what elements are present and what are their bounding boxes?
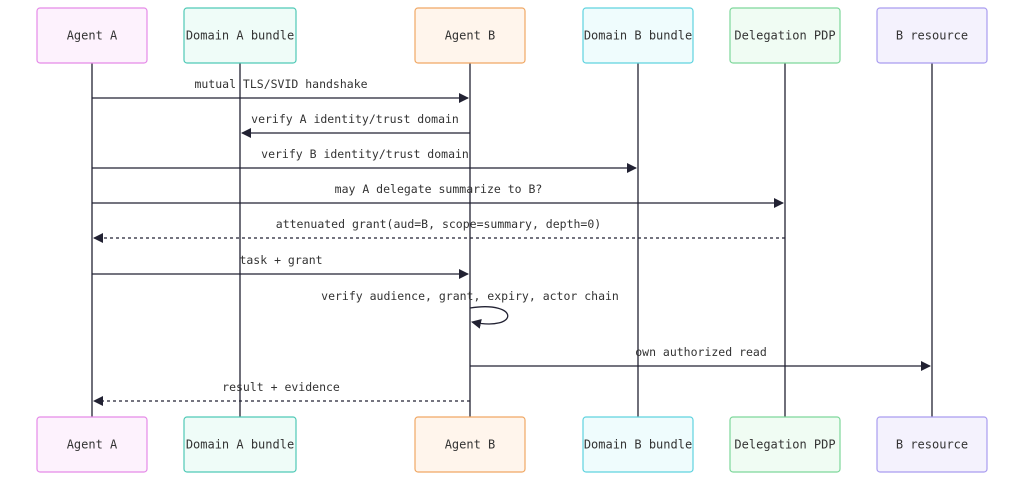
actor-label: Domain A bundle <box>186 438 294 452</box>
message-label: verify audience, grant, expiry, actor ch… <box>321 289 619 303</box>
actor-box-shape <box>183 7 297 64</box>
actor-box-b-bottom: Agent B <box>414 416 526 473</box>
message-label: mutual TLS/SVID handshake <box>194 77 367 91</box>
actor-box-shape <box>876 416 988 473</box>
actor-box-dab-top: Domain A bundle <box>183 7 297 64</box>
actor-label: Delegation PDP <box>734 29 835 43</box>
actor-box-shape <box>183 416 297 473</box>
actor-box-res-bottom: B resource <box>876 416 988 473</box>
actor-label: Delegation PDP <box>734 438 835 452</box>
actor-box-shape <box>414 416 526 473</box>
actor-box-shape <box>876 7 988 64</box>
actor-box-shape <box>414 7 526 64</box>
actor-box-pdp-bottom: Delegation PDP <box>729 416 841 473</box>
message-7: verify audience, grant, expiry, actor ch… <box>321 289 619 329</box>
actor-box-dbb-bottom: Domain B bundle <box>582 416 694 473</box>
actor-box-pdp-top: Delegation PDP <box>729 7 841 64</box>
actor-label: Agent A <box>67 29 118 43</box>
actor-label: B resource <box>896 29 968 43</box>
actor-box-shape <box>36 7 148 64</box>
self-message-arrow <box>469 306 509 329</box>
message-6: task + grant <box>92 253 469 279</box>
messages: mutual TLS/SVID handshake verify A identi… <box>92 77 931 406</box>
message-5: attenuated grant(aud=B, scope=summary, d… <box>93 217 785 243</box>
actor-label: Domain B bundle <box>584 29 692 43</box>
message-label: may A delegate summarize to B? <box>335 182 543 196</box>
actor-box-dab-bottom: Domain A bundle <box>183 416 297 473</box>
actor-label: Agent B <box>445 29 496 43</box>
message-3: verify B identity/trust domain <box>92 147 637 173</box>
actor-box-a-top: Agent A <box>36 7 148 64</box>
actor-box-dbb-top: Domain B bundle <box>582 7 694 64</box>
actor-box-shape <box>36 416 148 473</box>
actor-box-shape <box>582 416 694 473</box>
lifelines <box>91 63 933 417</box>
actor-box-shape <box>582 7 694 64</box>
message-label: task + grant <box>239 253 322 267</box>
message-9: result + evidence <box>93 380 470 406</box>
actor-box-shape <box>729 7 841 64</box>
message-label: attenuated grant(aud=B, scope=summary, d… <box>276 217 601 231</box>
actor-label: Agent A <box>67 438 118 452</box>
message-1: mutual TLS/SVID handshake <box>92 77 469 103</box>
actor-label: Domain B bundle <box>584 438 692 452</box>
actor-box-res-top: B resource <box>876 7 988 64</box>
message-label: own authorized read <box>635 345 767 359</box>
message-8: own authorized read <box>470 345 931 371</box>
actor-box-shape <box>729 416 841 473</box>
message-2: verify A identity/trust domain <box>241 112 470 138</box>
message-label: result + evidence <box>222 380 340 394</box>
message-label: verify A identity/trust domain <box>251 112 459 126</box>
actor-label: Domain A bundle <box>186 29 294 43</box>
actor-label: Agent B <box>445 438 496 452</box>
actor-box-b-top: Agent B <box>414 7 526 64</box>
actor-box-a-bottom: Agent A <box>36 416 148 473</box>
actor-label: B resource <box>896 438 968 452</box>
message-4: may A delegate summarize to B? <box>92 182 784 208</box>
message-label: verify B identity/trust domain <box>261 147 469 161</box>
